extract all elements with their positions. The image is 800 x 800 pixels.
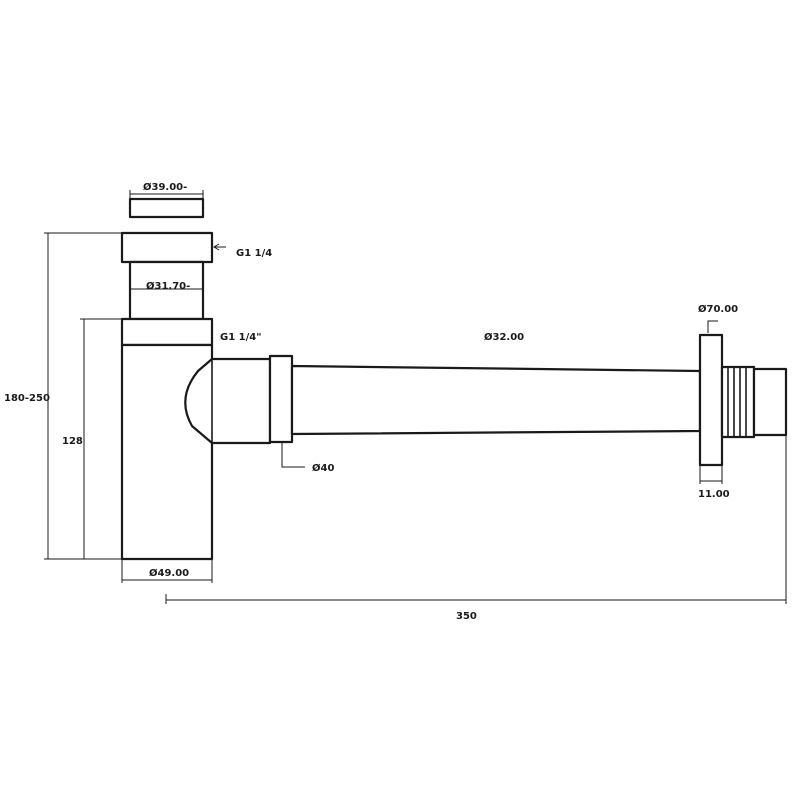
dimension-labels: Ø39.00- G1 1/4 Ø31.70- G1 1/4" Ø32.00 Ø7… (4, 181, 738, 622)
wall-connector-ribbed (720, 365, 756, 439)
label-thread-top: G1 1/4 (236, 248, 272, 259)
top-nut (120, 231, 214, 264)
dimension-lines (44, 190, 787, 604)
label-outlet-diameter: Ø40 (312, 462, 334, 474)
label-pipe-diameter: Ø32.00 (484, 331, 524, 343)
label-thread-body: G1 1/4" (220, 332, 261, 343)
label-neck-diameter: Ø31.70- (146, 280, 190, 292)
label-body-height: 128 (62, 436, 83, 447)
label-body-diameter: Ø49.00 (149, 567, 189, 579)
neck-tube (128, 260, 205, 321)
label-cap-diameter: Ø39.00- (143, 181, 187, 193)
horizontal-pipe (290, 364, 702, 436)
label-total-height: 180-250 (4, 393, 50, 404)
outlet-nut (268, 354, 294, 444)
wall-flange (698, 333, 724, 467)
label-flange-diameter: Ø70.00 (698, 303, 738, 315)
trap-assembly (120, 197, 788, 561)
body-collar (120, 317, 214, 347)
outlet-elbow (184, 357, 272, 445)
wall-connector-end (752, 367, 788, 437)
label-total-length: 350 (456, 611, 477, 622)
label-flange-width: 11.00 (698, 489, 730, 500)
drain-cap-plate (128, 197, 205, 219)
connector-ribs (727, 367, 747, 437)
